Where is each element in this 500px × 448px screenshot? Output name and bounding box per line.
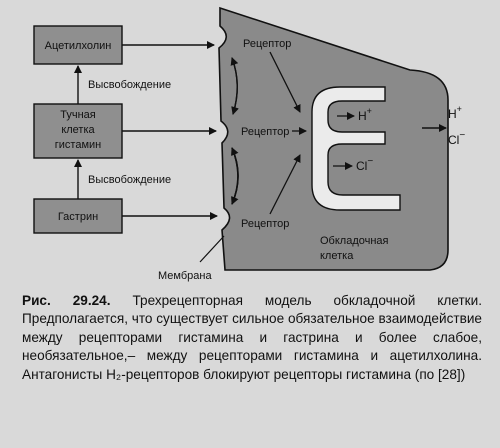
release-label-lower: Высвобождение bbox=[88, 174, 171, 186]
mast-cell-label-line3: гистамин bbox=[55, 139, 101, 151]
parietal-cell-label-line1: Обкладочная bbox=[320, 235, 389, 247]
membrane-label: Мембрана bbox=[158, 270, 212, 282]
figure-caption: Рис. 29.24. Трехрецепторная модель обкла… bbox=[22, 292, 482, 384]
signal-arrow-bottom bbox=[269, 154, 301, 215]
cl-ion-inner: Cl− bbox=[356, 156, 373, 173]
gastrin-label: Гастрин bbox=[58, 211, 98, 223]
receptor-label-bottom: Рецептор bbox=[241, 218, 289, 230]
parietal-cell-diagram: Ацетилхолин Тучная клетка гистамин Гастр… bbox=[33, 6, 465, 282]
acetylcholine-box bbox=[33, 25, 123, 65]
acetylcholine-label: Ацетилхолин bbox=[45, 40, 112, 52]
signal-arrow-top bbox=[269, 51, 301, 113]
release-label-upper: Высвобождение bbox=[88, 79, 171, 91]
receptor-label-top: Рецептор bbox=[243, 38, 291, 50]
secretory-canaliculus bbox=[311, 86, 401, 211]
h-ion-inner: H+ bbox=[358, 106, 372, 123]
mast-cell-label-line2: клетка bbox=[61, 124, 95, 136]
caption-text: Трехрецепторная модель обкладочной клетк… bbox=[22, 293, 482, 382]
interaction-arrow-upper-back bbox=[230, 57, 239, 115]
h-ion-outer: H+ bbox=[448, 104, 462, 121]
cl-ion-outer: Cl− bbox=[448, 130, 465, 147]
mast-cell-label-line1: Тучная bbox=[60, 109, 96, 121]
receptor-label-middle: Рецептор bbox=[241, 126, 289, 138]
mast-cell-box bbox=[33, 103, 123, 159]
interaction-arrow-lower-back bbox=[231, 147, 239, 205]
membrane-pointer bbox=[199, 235, 225, 263]
figure-number: Рис. 29.24. bbox=[22, 293, 111, 308]
parietal-cell-label-line2: клетка bbox=[320, 250, 354, 262]
